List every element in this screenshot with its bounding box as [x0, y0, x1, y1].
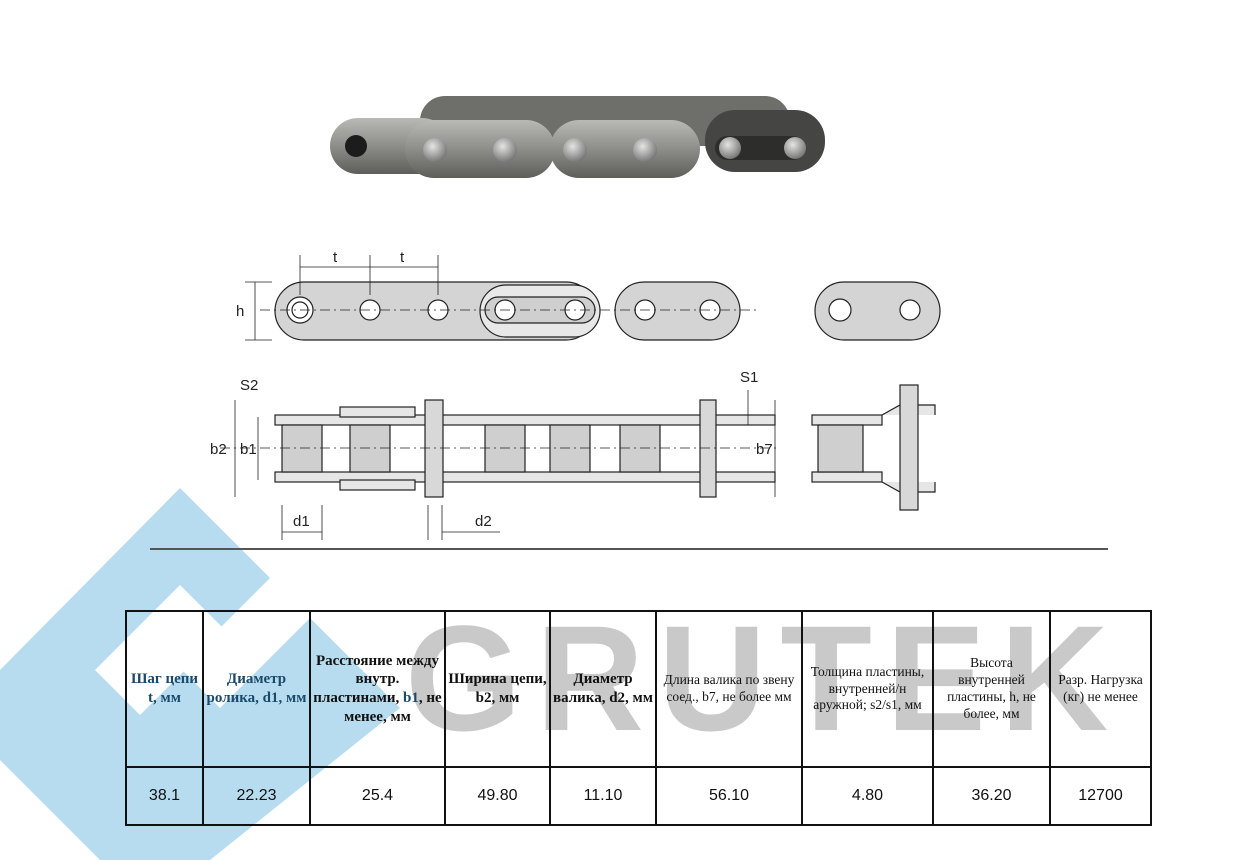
- cell-pin-length: 56.10: [655, 766, 803, 826]
- cell-chain-width: 49.80: [444, 766, 551, 826]
- dim-h-label: h: [236, 303, 244, 320]
- cell-roller-diameter: 22.23: [202, 766, 311, 826]
- divider-line: [150, 548, 1108, 550]
- side-view: [260, 281, 941, 341]
- header-pin-diameter: Диаметр валика, d2, мм: [549, 610, 657, 768]
- dim-t2-label: t: [400, 249, 405, 266]
- header-inner-width: Расстояние между внутр. пластинами, b1, …: [309, 610, 446, 768]
- table-header-row: Шаг цепи t, мм Диаметр ролика, d1, мм Ра…: [125, 610, 1152, 768]
- header-pin-length: Длина валика по звену соед., b7, не боле…: [655, 610, 803, 768]
- dim-b2-label: b2: [210, 441, 227, 458]
- dim-s1-label: S1: [740, 369, 758, 386]
- spec-table: Шаг цепи t, мм Диаметр ролика, d1, мм Ра…: [125, 610, 1152, 826]
- chain-photo: [330, 96, 825, 178]
- cell-pitch: 38.1: [125, 766, 204, 826]
- header-plate-height: Высота внутренней пластины, h, не более,…: [932, 610, 1051, 768]
- chain-drawing: t t h S2 S1 b2 b1 b7 d1 d2: [210, 249, 941, 540]
- dim-b1-label: b1: [240, 441, 257, 458]
- header-inner-width-b1: b1: [403, 690, 419, 706]
- table-row: 38.1 22.23 25.4 49.80 11.10 56.10 4.80 3…: [125, 766, 1152, 826]
- cell-plate-height: 36.20: [932, 766, 1051, 826]
- cell-inner-width: 25.4: [309, 766, 446, 826]
- dim-d2-label: d2: [475, 513, 492, 530]
- dim-b7-label: b7: [756, 441, 773, 458]
- dim-d1-label: d1: [293, 513, 310, 530]
- header-chain-width: Ширина цепи, b2, мм: [444, 610, 551, 768]
- cell-plate-thickness: 4.80: [801, 766, 934, 826]
- cell-breaking-load: 12700: [1049, 766, 1152, 826]
- chain-pins: [423, 136, 806, 162]
- header-roller-diameter: Диаметр ролика, d1, мм: [202, 610, 311, 768]
- dim-s2-label: S2: [240, 377, 258, 394]
- header-pitch: Шаг цепи t, мм: [125, 610, 204, 768]
- header-breaking-load: Разр. Нагрузка (кг) не менее: [1049, 610, 1152, 768]
- cell-pin-diameter: 11.10: [549, 766, 657, 826]
- chain-end-hole: [345, 135, 367, 157]
- dim-t1-label: t: [333, 249, 338, 266]
- header-plate-thickness: Толщина пластины, внутренней/н аружной; …: [801, 610, 934, 768]
- top-view: [220, 384, 936, 511]
